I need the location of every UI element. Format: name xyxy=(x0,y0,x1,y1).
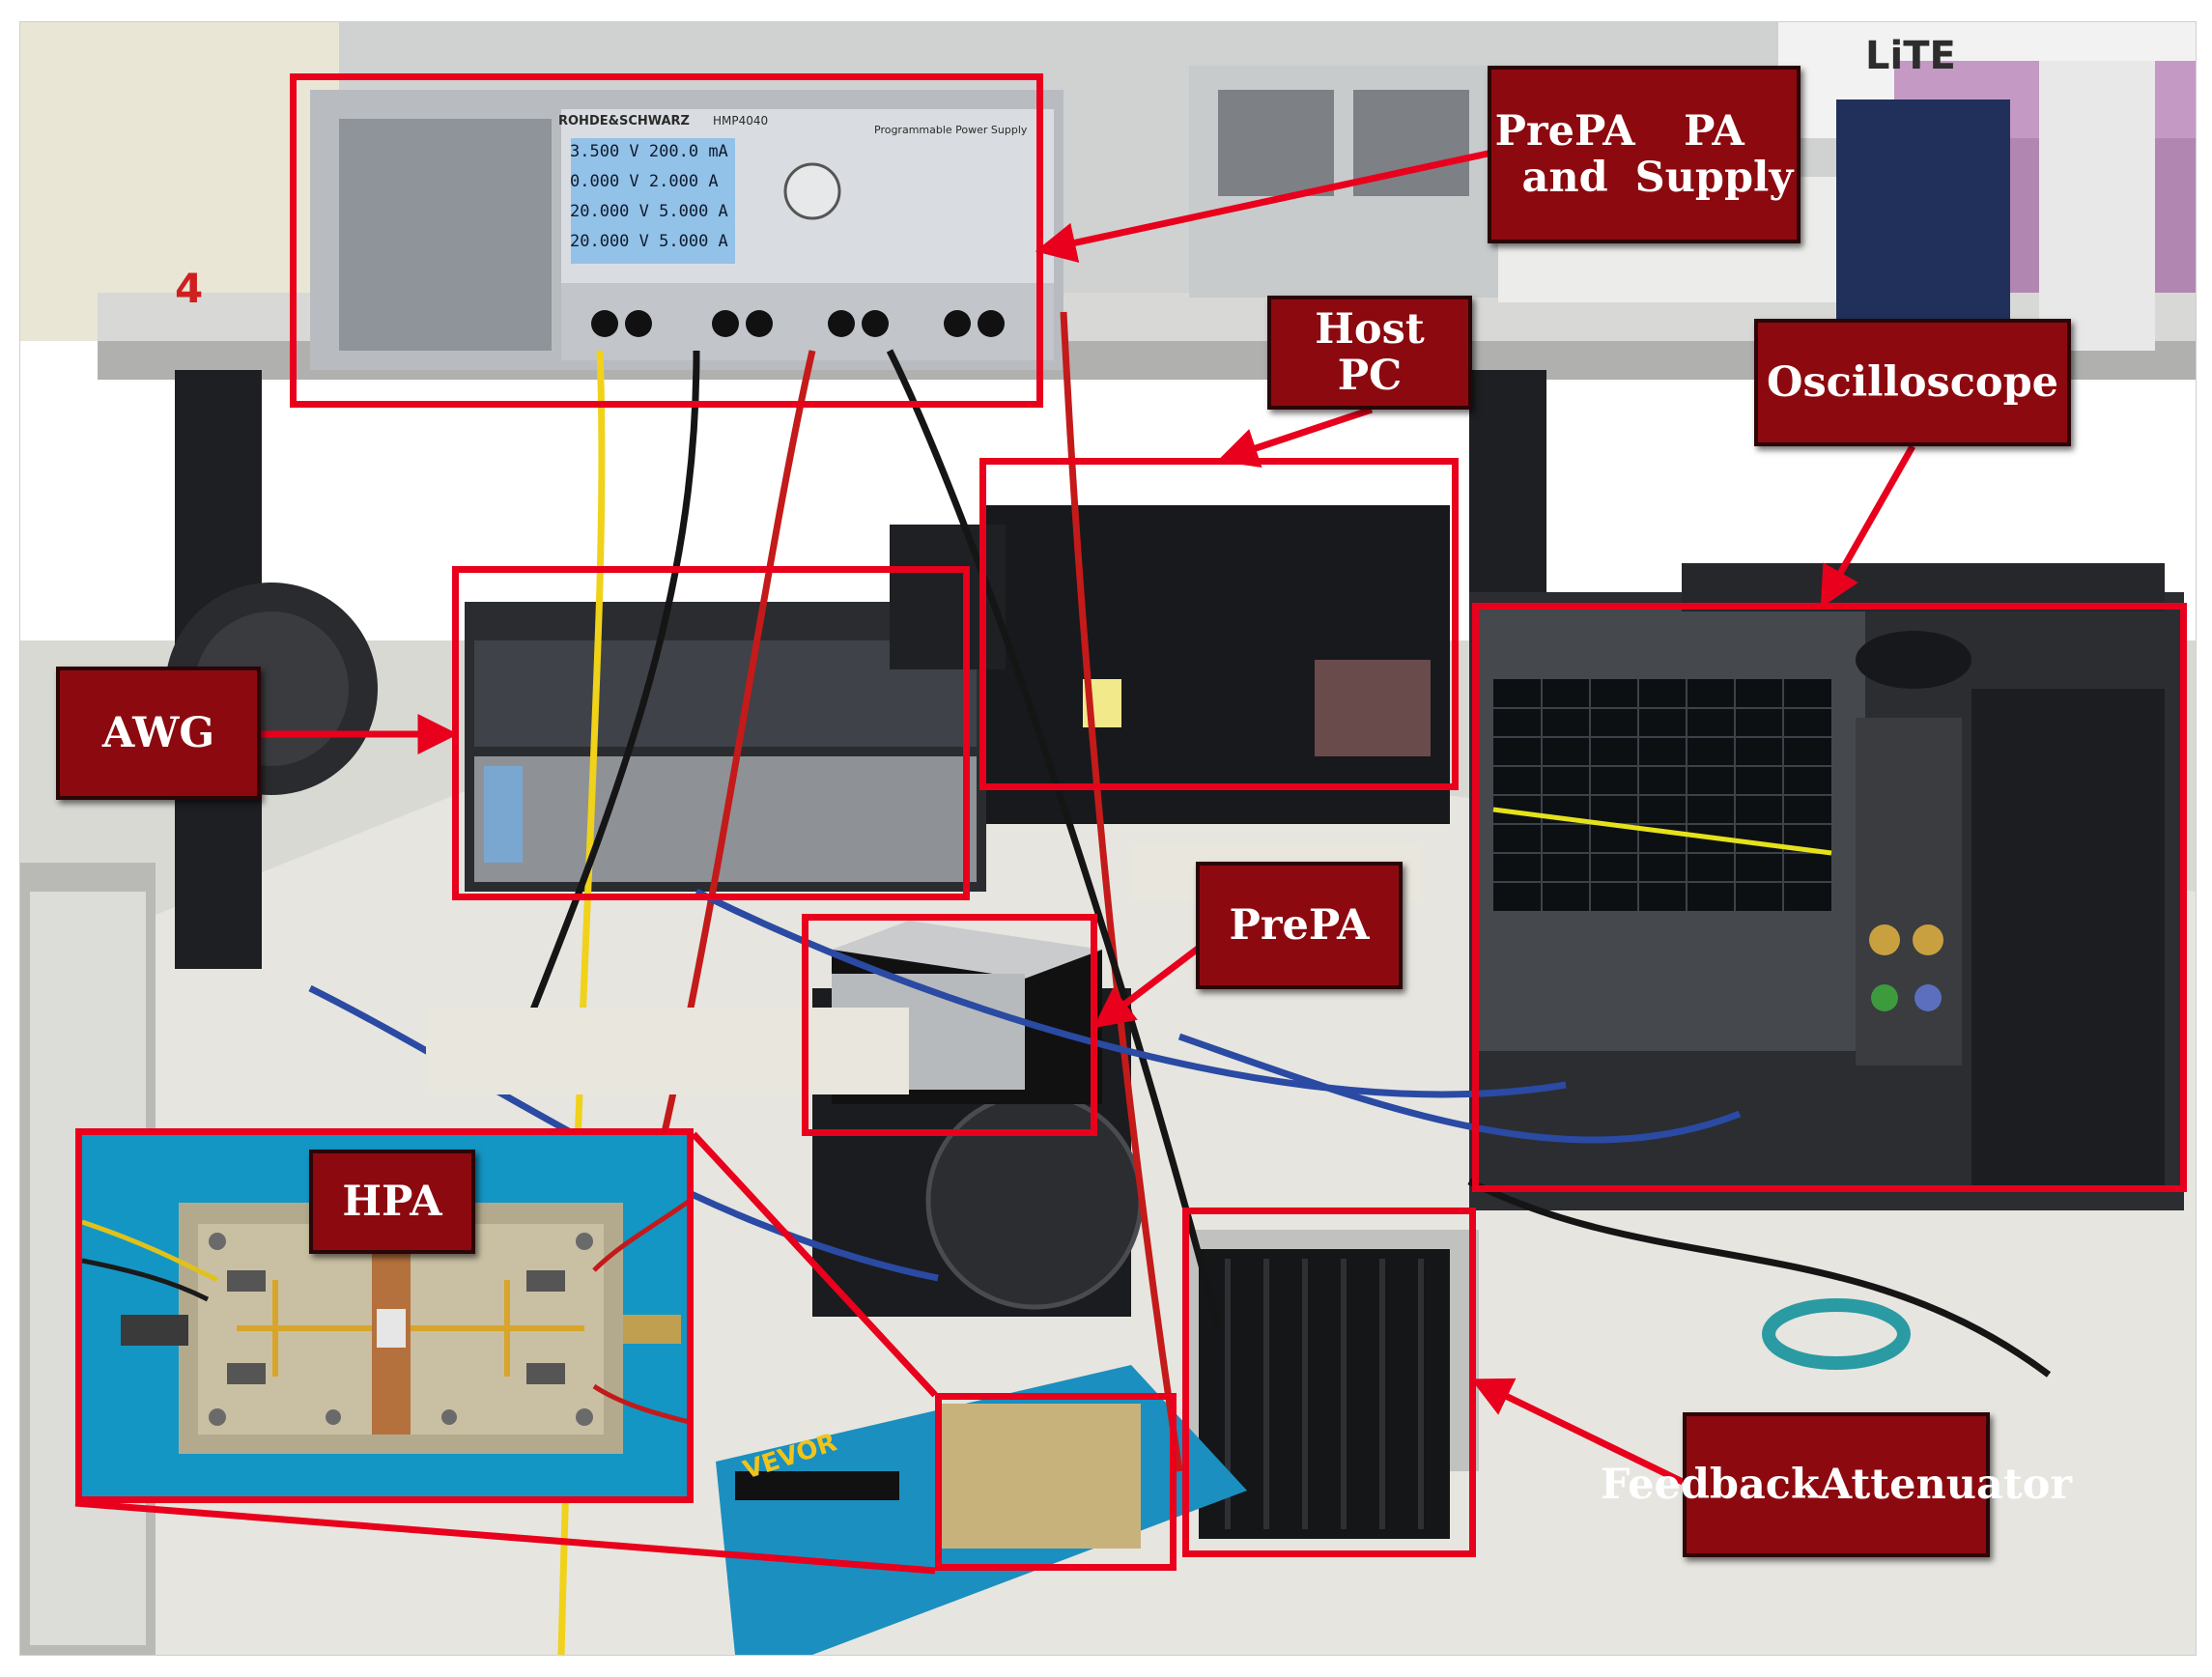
psu-voltage-2: 0.000 V xyxy=(570,172,639,191)
psu-row-1: 3.500 V 200.0 mA xyxy=(570,137,734,167)
psu-voltage-3: 20.000 V xyxy=(570,202,649,221)
psu-row-2: 0.000 V 2.000 A xyxy=(570,167,734,197)
psu-current-3: 5.000 A xyxy=(659,202,728,221)
psu-row-4: 20.000 V 5.000 A xyxy=(570,227,734,257)
psu-row-3: 20.000 V 5.000 A xyxy=(570,197,734,227)
psu-current-1: 200.0 mA xyxy=(648,142,728,161)
psu-subtitle: Programmable Power Supply xyxy=(874,124,1028,136)
psu-current-2: 2.000 A xyxy=(648,172,719,191)
psu-model: HMP4040 xyxy=(713,114,769,128)
psu-current-4: 5.000 A xyxy=(659,232,728,251)
psu-display: 3.500 V 200.0 mA 0.000 V 2.000 A 20.000 … xyxy=(570,137,734,263)
psu-voltage-4: 20.000 V xyxy=(570,232,649,251)
lab-scene: LiTE 4 VEVOR xyxy=(20,22,2196,1655)
psu-brand: ROHDE&SCHWARZ xyxy=(558,114,690,128)
lab-setup-photo: LiTE 4 VEVOR xyxy=(19,21,2197,1656)
bench-sticker-number: 4 xyxy=(175,265,203,312)
psu-voltage-1: 3.500 V xyxy=(570,142,639,161)
logo-text: LiTE xyxy=(1865,34,1956,78)
